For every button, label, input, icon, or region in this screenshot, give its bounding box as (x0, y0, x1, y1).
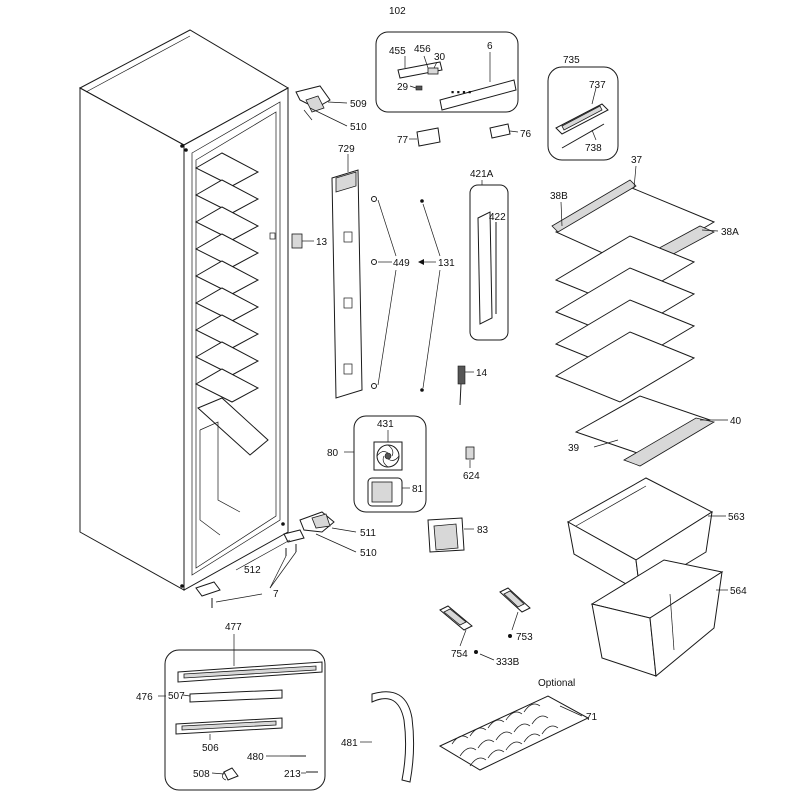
screws-449-131 (371, 196, 441, 392)
cabinet-shelf-rails (194, 152, 269, 536)
label-624: 624 (463, 471, 480, 482)
label-6: 6 (487, 41, 493, 52)
feet-512-7 (195, 529, 305, 608)
part-13 (291, 233, 314, 249)
svg-text:▪ ▪ ▪ ▪: ▪ ▪ ▪ ▪ (451, 87, 471, 97)
top-hinge-509-510 (295, 85, 348, 127)
label-511: 511 (360, 528, 376, 539)
label-77: 77 (397, 135, 409, 146)
probe-14 (457, 365, 474, 406)
bottom-hinge-511-510 (299, 511, 357, 553)
label-80: 80 (327, 448, 339, 459)
door-parts-group-477 (158, 634, 326, 791)
label-480: 480 (247, 752, 264, 763)
label-83: 83 (477, 525, 489, 536)
label-735: 735 (563, 55, 580, 66)
part-421A-group (469, 180, 509, 341)
label-455: 455 (389, 46, 406, 57)
label-71: 71 (586, 712, 598, 723)
label-738: 738 (585, 143, 602, 154)
label-421A: 421A (470, 169, 494, 180)
label-38B: 38B (550, 191, 568, 202)
label-102: 102 (389, 6, 406, 17)
label-13: 13 (316, 237, 328, 248)
label-512: 512 (244, 565, 261, 576)
label-508: 508 (193, 769, 210, 780)
label-39: 39 (568, 443, 580, 454)
label-563: 563 (728, 512, 745, 523)
label-753: 753 (516, 632, 533, 643)
crisper-drawers (566, 477, 728, 677)
small-parts-77-76 (409, 123, 519, 147)
label-729: 729 (338, 144, 355, 155)
label-7: 7 (273, 589, 279, 600)
label-481: 481 (341, 738, 358, 749)
wine-rack-71 (438, 695, 590, 771)
air-duct-729 (331, 154, 363, 399)
part-624 (465, 446, 475, 468)
label-29: 29 (397, 82, 409, 93)
label-76: 76 (520, 129, 532, 140)
door-gasket-481 (360, 691, 415, 783)
label-754: 754 (451, 649, 468, 660)
label-510-top: 510 (350, 122, 367, 133)
label-449: 449 (393, 258, 410, 269)
part-83 (427, 517, 474, 553)
label-477: 477 (225, 622, 242, 633)
label-81: 81 (412, 484, 424, 495)
label-737: 737 (589, 80, 606, 91)
label-456: 456 (414, 44, 431, 55)
label-509: 509 (350, 99, 367, 110)
label-30: 30 (434, 52, 446, 63)
parts-753-754-333B (439, 587, 531, 661)
label-38A: 38A (721, 227, 739, 238)
label-507: 507 (168, 691, 185, 702)
glass-shelves (551, 165, 728, 467)
label-431: 431 (377, 419, 394, 430)
part-735-group (547, 66, 619, 161)
label-564: 564 (730, 586, 747, 597)
fan-group-80 (344, 415, 427, 513)
label-131: 131 (438, 258, 455, 269)
label-422: 422 (489, 212, 506, 223)
label-510-bottom: 510 (360, 548, 377, 559)
label-476: 476 (136, 692, 153, 703)
label-213: 213 (284, 769, 301, 780)
label-37: 37 (631, 155, 643, 166)
control-panel-group: ▪ ▪ ▪ ▪ (375, 31, 519, 113)
label-333B: 333B (496, 657, 520, 668)
label-40: 40 (730, 416, 742, 427)
part-labels: 102 455 456 30 6 29 77 76 735 737 738 50… (136, 6, 747, 780)
label-506: 506 (202, 743, 219, 754)
cabinet-body (78, 29, 290, 591)
label-14: 14 (476, 368, 488, 379)
label-optional: Optional (538, 678, 575, 689)
